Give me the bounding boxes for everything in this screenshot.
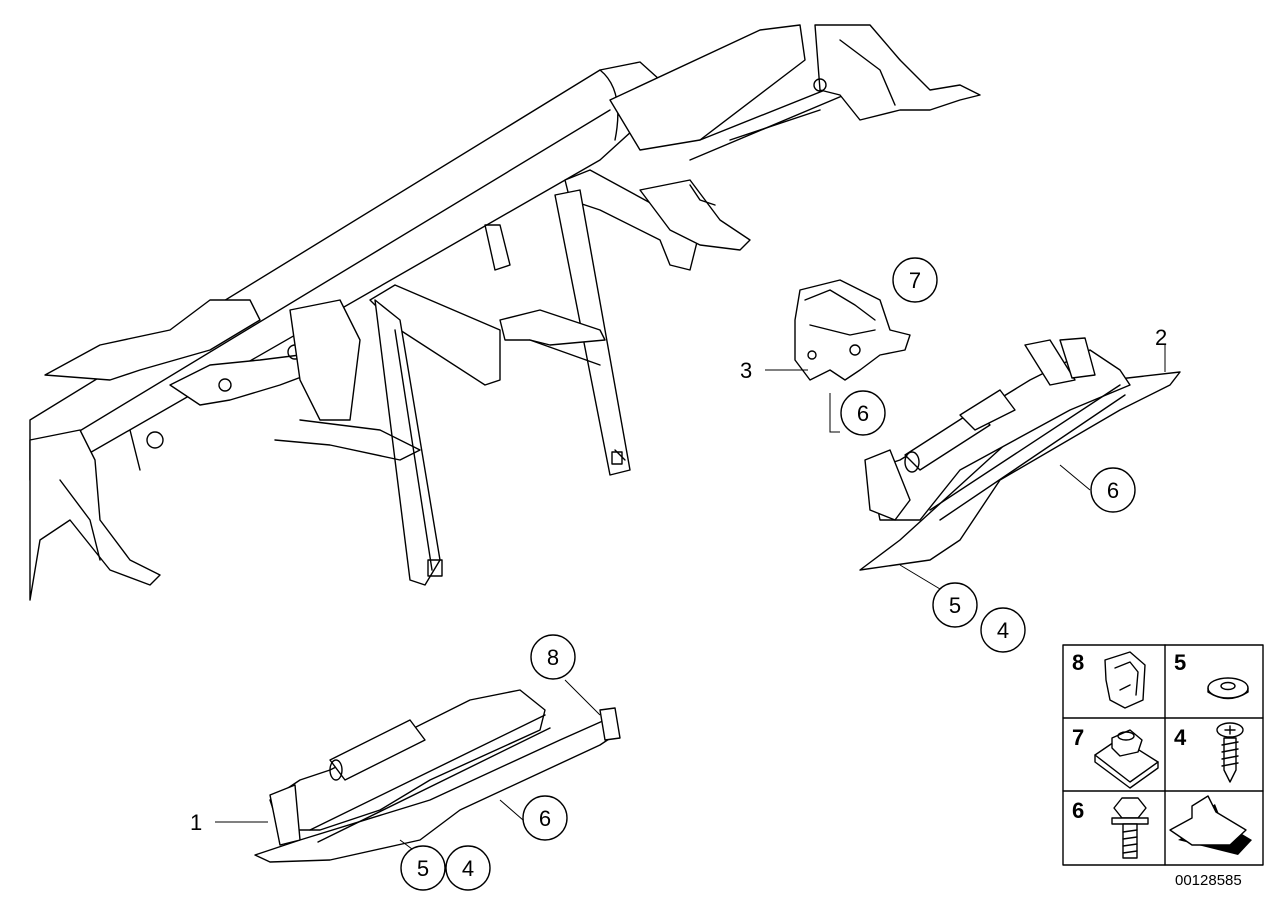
callout-4-lower: 4 [445, 845, 491, 891]
washer-icon [1207, 677, 1249, 700]
callout-7-upper: 7 [892, 257, 938, 303]
callout-part-1: 1 [190, 810, 202, 835]
nut-icon [1094, 729, 1159, 789]
callout-5-lower: 5 [400, 845, 446, 891]
legend-cell-8: 8 [1072, 650, 1146, 709]
part-1-glovebox [215, 689, 621, 863]
svg-text:5: 5 [1174, 650, 1186, 675]
leader-lines [399, 345, 1166, 856]
svg-text:2: 2 [1155, 325, 1167, 350]
clip-icon [1104, 651, 1146, 709]
cross-car-beam [29, 24, 981, 601]
svg-text:4: 4 [997, 618, 1009, 643]
svg-text:5: 5 [417, 856, 429, 881]
legend-cell-5: 5 [1174, 650, 1249, 700]
callout-8-lower: 8 [530, 634, 576, 680]
bolt-icon [1111, 797, 1149, 859]
legend-cell-6: 6 [1072, 797, 1149, 859]
svg-text:8: 8 [547, 645, 559, 670]
part-3-bracket [765, 279, 911, 381]
svg-text:7: 7 [909, 268, 921, 293]
svg-text:6: 6 [1107, 478, 1119, 503]
svg-text:5: 5 [949, 593, 961, 618]
legend-cell-4: 4 [1174, 722, 1244, 783]
screw-icon [1216, 722, 1244, 783]
callout-5-right: 5 [932, 582, 978, 628]
svg-text:7: 7 [1072, 725, 1084, 750]
callout-6-lower: 6 [522, 795, 568, 841]
callout-6-right: 6 [1090, 467, 1136, 513]
callout-part-3: 3 [740, 358, 752, 383]
callout-4-right: 4 [980, 607, 1026, 653]
svg-text:8: 8 [1072, 650, 1084, 675]
svg-text:3: 3 [740, 358, 752, 383]
svg-text:6: 6 [539, 806, 551, 831]
legend-cell-arrow [1169, 795, 1252, 855]
svg-text:4: 4 [1174, 725, 1187, 750]
callout-part-2: 2 [1155, 325, 1167, 350]
svg-text:6: 6 [857, 401, 869, 426]
document-number: 00128585 [1175, 872, 1242, 889]
part-2-glovebox [859, 337, 1181, 571]
svg-text:6: 6 [1072, 798, 1084, 823]
svg-text:1: 1 [190, 810, 202, 835]
arrow-icon [1169, 795, 1252, 855]
callout-6-upper: 6 [840, 390, 886, 436]
legend-cell-7: 7 [1072, 725, 1159, 789]
svg-text:4: 4 [462, 856, 474, 881]
legend-grid: 8 5 7 [1062, 644, 1264, 866]
